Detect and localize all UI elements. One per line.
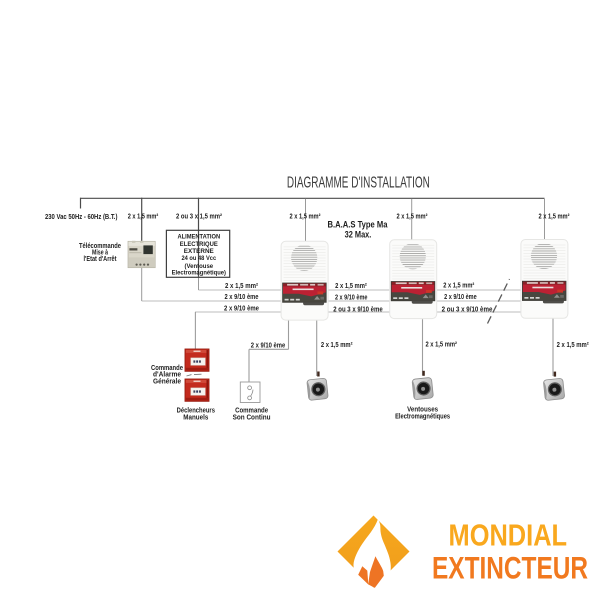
svg-text:2 x 1,5 mm²: 2 x 1,5 mm² bbox=[128, 212, 159, 221]
svg-text:2 ou 3 x 9/10 ème: 2 ou 3 x 9/10 ème bbox=[333, 304, 382, 313]
svg-text:2 x 9/10 ème: 2 x 9/10 ème bbox=[251, 340, 286, 349]
svg-text:2 ou 3 x 1,5 mm²: 2 ou 3 x 1,5 mm² bbox=[176, 212, 222, 221]
svg-text:2 x 1,5 mm²: 2 x 1,5 mm² bbox=[443, 281, 474, 290]
svg-text:Commande: Commande bbox=[151, 363, 183, 372]
svg-text:2 x 1,5 mm²: 2 x 1,5 mm² bbox=[557, 340, 590, 349]
svg-text:ELECTRIQUE: ELECTRIQUE bbox=[180, 241, 218, 248]
svg-text:Télécommande: Télécommande bbox=[79, 241, 121, 250]
svg-text:ALIMENTATION: ALIMENTATION bbox=[177, 233, 220, 240]
svg-text:Générale: Générale bbox=[153, 377, 181, 386]
svg-text:24 ou 48 Vcc: 24 ou 48 Vcc bbox=[181, 255, 216, 262]
svg-text:2 x 1,5 mm²: 2 x 1,5 mm² bbox=[321, 340, 353, 349]
svg-text:Ventouses: Ventouses bbox=[407, 405, 438, 414]
svg-text:2 x 9/10 ème: 2 x 9/10 ème bbox=[335, 292, 368, 301]
svg-text:Electromagnétiques: Electromagnétiques bbox=[395, 412, 450, 421]
svg-text:2 x 9/10 ème: 2 x 9/10 ème bbox=[225, 292, 259, 301]
svg-text:230 Vac 50Hz - 60Hz (B.T.): 230 Vac 50Hz - 60Hz (B.T.) bbox=[45, 212, 118, 221]
svg-text:Commande: Commande bbox=[235, 405, 268, 414]
svg-text:EXTINCTEUR: EXTINCTEUR bbox=[432, 551, 588, 586]
svg-text:2 x 1,5 mm²: 2 x 1,5 mm² bbox=[335, 281, 367, 290]
svg-text:2 x 1,5 mm²: 2 x 1,5 mm² bbox=[290, 212, 321, 221]
svg-text:2 x 1,5 mm²: 2 x 1,5 mm² bbox=[539, 212, 570, 221]
svg-text:32 Max.: 32 Max. bbox=[345, 229, 372, 240]
svg-text:2 x 1,5 mm²: 2 x 1,5 mm² bbox=[425, 339, 457, 348]
svg-text:2 x 9/10 ème: 2 x 9/10 ème bbox=[444, 292, 477, 301]
svg-text:MONDIAL: MONDIAL bbox=[449, 518, 568, 553]
svg-text:d'Alarme: d'Alarme bbox=[153, 370, 181, 379]
svg-text:Mise à: Mise à bbox=[92, 248, 109, 257]
svg-text:(Ventouse: (Ventouse bbox=[184, 263, 213, 270]
svg-text:2 x 1,5 mm²: 2 x 1,5 mm² bbox=[397, 212, 428, 221]
svg-text:l'Etat d'Arrêt: l'Etat d'Arrêt bbox=[84, 254, 117, 263]
svg-text:Son Continu: Son Continu bbox=[233, 412, 271, 421]
svg-text:EXTERNE: EXTERNE bbox=[184, 248, 214, 255]
svg-text:DIAGRAMME D'INSTALLATION: DIAGRAMME D'INSTALLATION bbox=[287, 175, 430, 192]
svg-text:Déclencheurs: Déclencheurs bbox=[177, 405, 215, 414]
svg-text:2 x 1,5 mm²: 2 x 1,5 mm² bbox=[225, 281, 259, 290]
svg-text:2 x 9/10 ème: 2 x 9/10 ème bbox=[224, 304, 259, 313]
svg-text:Electromagnétique): Electromagnétique) bbox=[172, 270, 226, 277]
svg-text:Manuels: Manuels bbox=[183, 412, 208, 421]
svg-text:B.A.A.S Type Ma: B.A.A.S Type Ma bbox=[328, 219, 389, 230]
svg-text:2 ou 3 x 9/10 ème: 2 ou 3 x 9/10 ème bbox=[442, 304, 493, 313]
